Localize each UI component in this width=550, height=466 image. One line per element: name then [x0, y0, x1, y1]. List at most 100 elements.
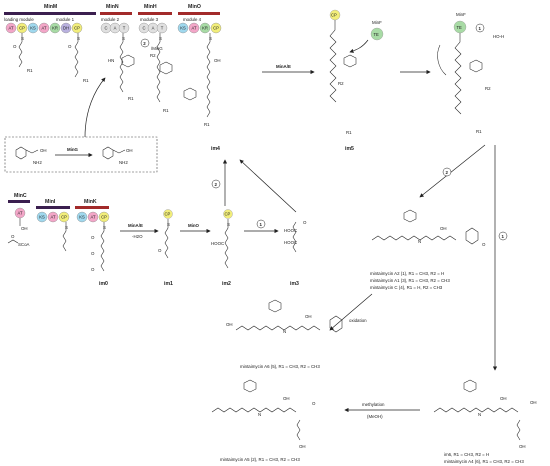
svg-text:methylation: methylation [362, 402, 385, 407]
svg-text:MinO: MinO [188, 223, 200, 228]
domain-at-domains-bottom-0 [14, 207, 26, 219]
svg-text:N: N [418, 239, 421, 244]
svg-text:OH: OH [440, 226, 447, 231]
domain-t-domains-top-9 [118, 22, 130, 34]
module2-label: module 2 [101, 17, 120, 22]
svg-text:R1: R1 [346, 130, 352, 135]
svg-text:2: 2 [143, 41, 146, 46]
domain-kr-domains-top-4 [49, 22, 61, 34]
ming-to-chain-arrow [84, 77, 106, 138]
r1-label-m2: R1 [128, 96, 134, 101]
svg-text:O: O [91, 267, 95, 272]
r1-label-m3: R1 [163, 108, 169, 113]
svg-text:TE: TE [457, 25, 463, 30]
domain-cp-domains-bottom-3 [58, 211, 70, 223]
svg-text:S: S [103, 225, 106, 230]
domain-ks-domains-bottom-4 [76, 211, 88, 223]
domain-label-at: AT [41, 26, 46, 31]
svg-text:HOOC: HOOC [284, 240, 297, 245]
domain-at-domains-bottom-5 [87, 211, 99, 223]
minH-header: MinH module 3 [138, 4, 172, 22]
im2-label: im2 [222, 281, 231, 287]
svg-text:OH: OH [126, 148, 133, 153]
svg-text:2: 2 [215, 182, 218, 187]
svg-text:/MinG: /MinG [151, 46, 163, 51]
top-chains: S O R1 S O R1 S HN R1 S R2 R1 S OH R1 [13, 33, 221, 127]
svg-text:MinF: MinF [372, 20, 382, 25]
arrow-oxidation [329, 293, 373, 331]
domain-label-dh: DH [63, 26, 69, 31]
domain-label-t: T [161, 26, 164, 31]
minI-group: MinI S [36, 199, 70, 252]
svg-text:S: S [65, 225, 68, 230]
domain-label-cp: CP [61, 215, 67, 220]
svg-text:CP: CP [165, 212, 171, 217]
svg-text:S: S [227, 222, 230, 227]
mintaimycin-a2-structure: N OH O [371, 209, 486, 247]
svg-text:O: O [91, 235, 95, 240]
svg-text:1: 1 [260, 222, 263, 227]
svg-text:N: N [478, 412, 481, 417]
svg-text:S: S [209, 36, 212, 41]
im4-label: im4 [211, 146, 220, 152]
im1-label: im1 [164, 281, 173, 287]
mint-a2-caption: mintaimycin A2 (1), R1 = CH3, R2 = H [370, 271, 444, 276]
mint-a4-caption: mintaimycin A4 (6), R1 = CH3, R2 = CH3 [444, 459, 524, 464]
svg-text:N: N [283, 329, 286, 334]
svg-text:NH2: NH2 [33, 160, 42, 165]
svg-text:-H2O: -H2O [132, 234, 143, 239]
minO-bar [178, 12, 220, 15]
svg-text:(MeOH): (MeOH) [367, 414, 383, 419]
mintaimycin-a6-structure: OH N OH [226, 299, 343, 334]
step2-ming-top: 2 /MinG [140, 38, 163, 51]
domain-label-cp: CP [74, 26, 80, 31]
domain-label-cp: CP [19, 26, 25, 31]
svg-text:CP: CP [331, 13, 337, 18]
svg-text:O: O [91, 251, 95, 256]
domain-label-kr: KR [202, 26, 208, 31]
svg-text:OH: OH [299, 444, 306, 449]
im6-caption: im6, R1 = CH3, R2 = H [444, 452, 489, 457]
im5-structure: CP MinF TE R2 R1 [329, 9, 384, 135]
im6-structure: N OH OH OH [433, 379, 537, 449]
domain-at-domains-top-3 [38, 22, 50, 34]
svg-text:NH2: NH2 [119, 160, 128, 165]
domain-label-ks: KS [79, 215, 85, 220]
svg-text:HOOC: HOOC [284, 228, 297, 233]
loading-module-label: loading module [4, 17, 34, 22]
domain-label-c: C [104, 26, 107, 31]
svg-text:OH: OH [21, 226, 28, 231]
arrow-im3-im4 [239, 159, 297, 213]
domain-cp-domains-top-16 [210, 22, 222, 34]
svg-text:N: N [258, 412, 261, 417]
svg-text:O: O [11, 234, 15, 239]
mint-c-caption: mintaimycin C (4), R1 = H, R2 = CH3 [370, 285, 443, 290]
im0-label: im0 [99, 281, 108, 287]
domain-label-a: A [152, 26, 155, 31]
domain-label-at: AT [8, 26, 13, 31]
domain-label-at: AT [50, 215, 55, 220]
minN-header: MinN module 2 [100, 4, 132, 22]
im3-label: im3 [290, 281, 299, 287]
minH-label: MinH [144, 4, 157, 10]
domain-dh-domains-top-5 [60, 22, 72, 34]
domain-label-at: AT [17, 211, 22, 216]
r2-label-m3: R2 [150, 53, 156, 58]
domain-label-cp: CP [101, 215, 107, 220]
svg-text:S: S [122, 36, 125, 41]
svg-text:R1: R1 [476, 129, 482, 134]
svg-text:O: O [13, 44, 17, 49]
im3-structure: HOOC HOOC O [284, 220, 307, 253]
minK-label: MinK [84, 199, 97, 205]
domain-at-domains-bottom-2 [47, 211, 59, 223]
minC-label: MinC [14, 193, 27, 199]
minC-group: MinC OH SCoA O [7, 193, 30, 247]
mint-a1-caption: mintaimycin A1 (3), R1 = CH3, R2 = CH3 [370, 278, 450, 283]
svg-text:OH: OH [530, 400, 537, 405]
svg-text:OH: OH [519, 444, 526, 449]
domain-ks-domains-top-13 [177, 22, 189, 34]
svg-text:1: 1 [502, 234, 505, 239]
domain-at-domains-top-14 [188, 22, 200, 34]
svg-text:OH: OH [283, 396, 290, 401]
